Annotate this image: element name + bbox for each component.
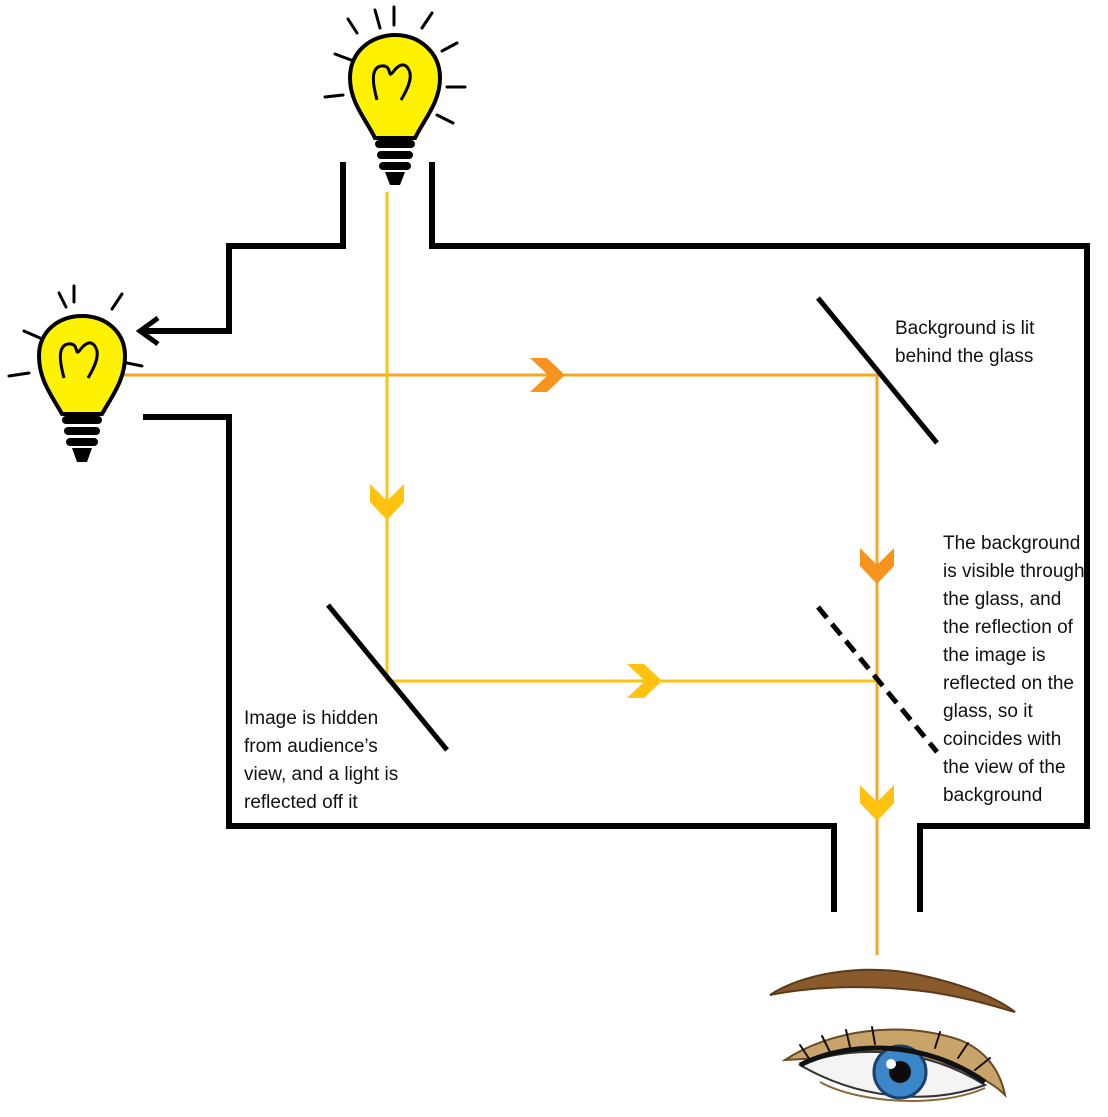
label-line: view, and a light is — [244, 764, 399, 785]
label-line: reflected off it — [244, 792, 358, 813]
label-line: from audience’s — [244, 736, 378, 757]
label-image-hidden: Image is hidden from audience’s view, an… — [244, 705, 398, 817]
label-line: reflected on the — [943, 673, 1074, 694]
eye-icon — [769, 968, 1016, 1102]
mirrors — [326, 296, 939, 754]
arrow-down-background — [860, 548, 894, 584]
label-line: background — [943, 785, 1043, 806]
eyelashes — [798, 1045, 987, 1085]
arrow-down-image — [370, 484, 404, 520]
label-line: behind the glass — [895, 346, 1034, 367]
arrow-right-background — [530, 358, 565, 392]
label-line: Image is hidden — [244, 708, 379, 729]
outline-bottom-left-segment — [143, 414, 837, 912]
label-line: Background is lit — [895, 318, 1035, 339]
label-line: is visible through — [943, 561, 1085, 582]
label-background-visible: The background is visible through the gl… — [943, 530, 1085, 810]
eyebrow — [769, 968, 1016, 1013]
outline-main-segment — [429, 162, 1090, 912]
outline-top-left-segment — [143, 162, 346, 334]
left-lightbulb-icon — [7, 284, 144, 462]
label-line: the view of the — [943, 757, 1066, 778]
glass-pane — [816, 605, 939, 754]
label-line: the reflection of — [943, 617, 1073, 638]
label-line: The background — [943, 533, 1081, 554]
label-line: glass, so it — [943, 701, 1033, 722]
top-lightbulb-icon — [323, 5, 467, 185]
arrow-right-image — [627, 664, 662, 698]
direction-arrows — [370, 358, 894, 821]
light-beams — [118, 192, 879, 955]
arrow-down-exit — [860, 785, 894, 821]
background-mirror — [816, 296, 939, 445]
label-line: the glass, and — [943, 589, 1062, 610]
label-line: coincides with — [943, 729, 1062, 750]
label-background-lit: Background is lit behind the glass — [895, 315, 1034, 371]
box-outline — [143, 162, 1090, 912]
label-line: the image is — [943, 645, 1046, 666]
entry-arrow-tip — [135, 315, 160, 347]
image-mirror — [326, 603, 449, 752]
